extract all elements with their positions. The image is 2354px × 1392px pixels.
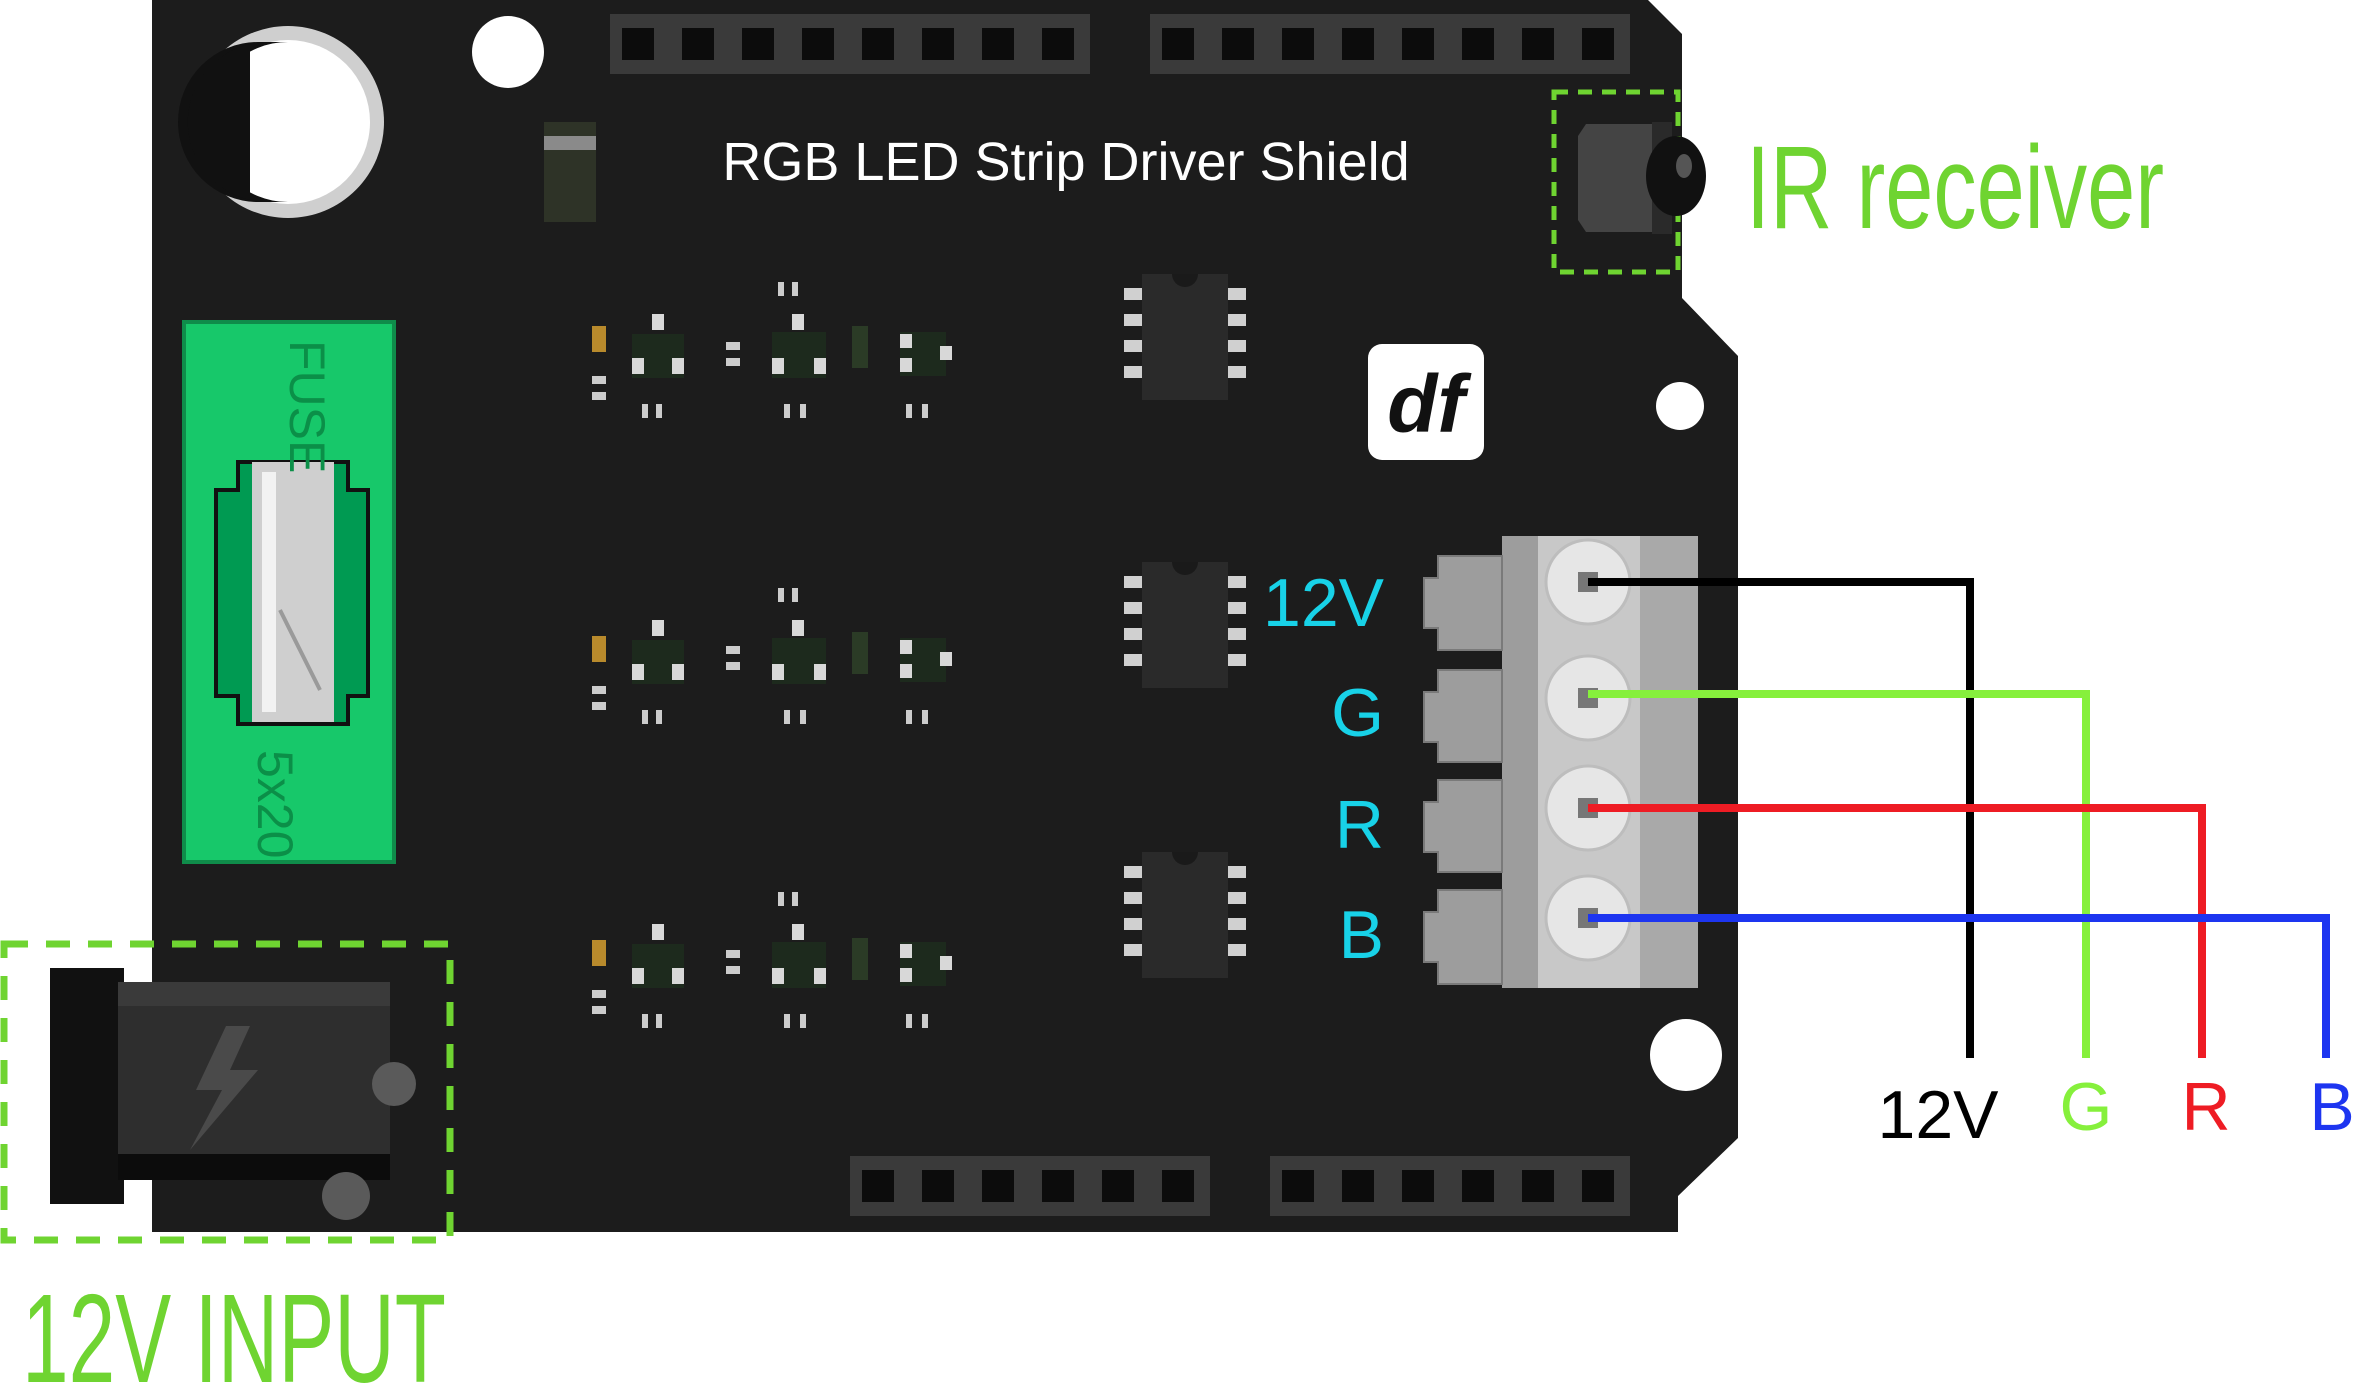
ir-receiver-callout: IR receiver: [1746, 122, 2164, 254]
wire-g: [1588, 690, 2090, 1058]
diode: [544, 122, 596, 222]
wire-label-r: R: [2181, 1069, 2230, 1145]
terminal-block: [1423, 536, 1698, 988]
ic-chip-1: [1124, 274, 1246, 400]
lightning-bolt-icon: [190, 1026, 258, 1150]
terminal-label-r: R: [1335, 787, 1384, 863]
power-jack: [0, 940, 454, 1244]
board-title: RGB LED Strip Driver Shield: [722, 132, 1409, 192]
smd-row-1: [592, 282, 952, 418]
wire-12v: [1588, 578, 1974, 1058]
ir-receiver-component: [1551, 89, 1706, 275]
fuse-label: FUSE: [279, 340, 335, 473]
smd-row-3: [592, 892, 952, 1028]
terminal-label-12v: 12V: [1263, 565, 1385, 641]
wire-label-12v: 12V: [1878, 1077, 2000, 1153]
mounting-hole: [1656, 382, 1704, 430]
terminal-label-g: G: [1331, 675, 1384, 751]
wire-label-b: B: [2309, 1069, 2354, 1145]
header-top-right: [1150, 14, 1630, 74]
mounting-hole: [1650, 1019, 1722, 1091]
smd-row-2: [592, 588, 952, 724]
header-bottom-right: [1270, 1156, 1630, 1216]
mounting-hole: [472, 16, 544, 88]
dfrobot-logo-icon: df: [1368, 344, 1484, 460]
fuse-holder: FUSE 5x20: [182, 320, 396, 864]
logo-glyph: df: [1387, 359, 1472, 450]
terminal-label-b: B: [1339, 897, 1384, 973]
wire-label-g: G: [2060, 1069, 2113, 1145]
pcb-board: [152, 0, 1738, 1232]
header-top-left: [610, 14, 1090, 74]
header-bottom-left: [850, 1156, 1210, 1216]
fuse-rating: 5x20: [247, 750, 303, 858]
capacitor: [178, 26, 384, 218]
wire-b: [1588, 914, 2330, 1058]
wire-r: [1588, 804, 2206, 1058]
power-input-callout: 12V INPUT: [22, 1268, 446, 1392]
ic-chip-2: [1124, 562, 1246, 688]
terminal-screw-housing: [1423, 555, 1503, 985]
ic-chip-3: [1124, 852, 1246, 978]
